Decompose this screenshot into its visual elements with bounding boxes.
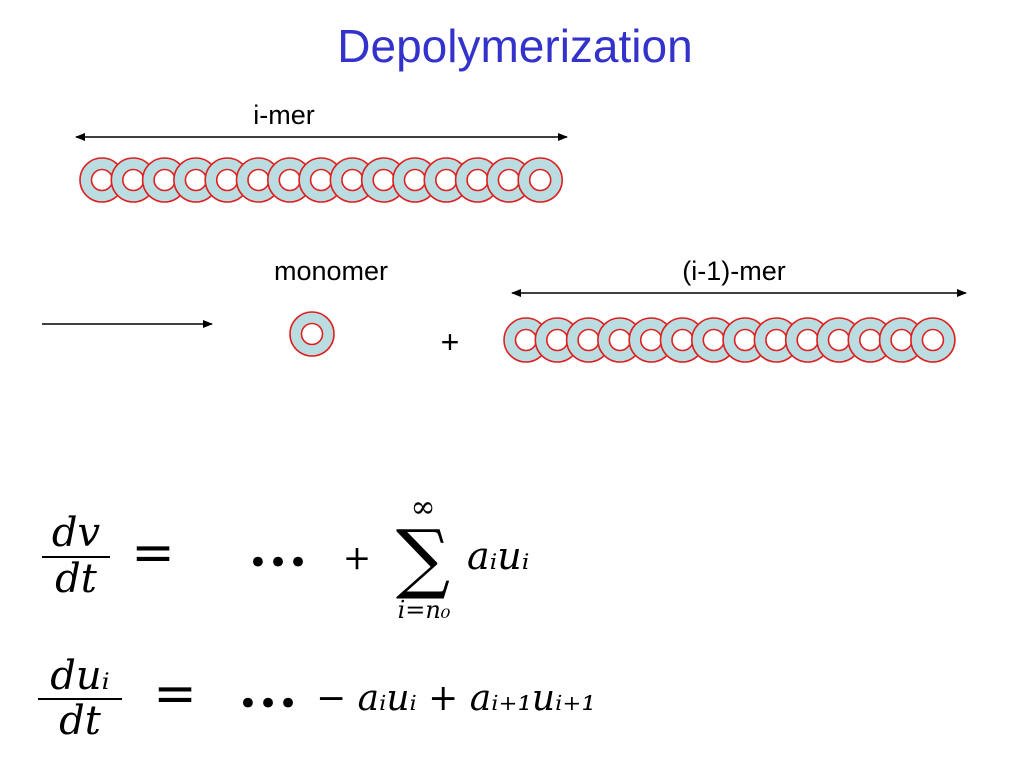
equation-dv-dt: dv dt = ••• + ∞ ∑ i=n₀ aᵢuᵢ [42, 490, 529, 624]
eq1-lhs-numerator: dv [52, 510, 101, 556]
imer-unit [423, 157, 470, 203]
imer-unit [235, 157, 282, 203]
imer-unit [454, 157, 501, 203]
eq1-sum-upper-limit: ∞ [411, 490, 436, 525]
i1mer-unit [722, 317, 768, 363]
eq1-sigma: ∑ [396, 513, 450, 602]
i1mer-unit [565, 317, 612, 363]
i1mer-unit [597, 317, 643, 363]
eq1-lhs-denominator: dt [55, 556, 98, 602]
i1mer-unit [784, 317, 831, 363]
i1mer-unit [534, 317, 581, 363]
eq2-lhs-numerator: duᵢ [50, 653, 109, 699]
eq2-rhs: − aᵢuᵢ + aᵢ₊₁uᵢ₊₁ [316, 678, 596, 719]
i1mer-unit [816, 317, 862, 363]
i1mer-unit [503, 317, 549, 363]
i1mer-chain [503, 317, 956, 363]
imer-unit [329, 157, 376, 203]
imer-unit [517, 157, 564, 203]
i1mer-unit [910, 317, 956, 363]
imer-unit [110, 157, 157, 203]
eq1-sum-lower-limit: i=n₀ [398, 596, 451, 624]
plus-sign: + [441, 324, 460, 360]
eq1-equals: = [131, 523, 175, 583]
i1mer-unit [690, 317, 737, 363]
equation-du-dt: duᵢ dt = ••• − aᵢuᵢ + aᵢ₊₁uᵢ₊₁ [38, 653, 596, 744]
i1mer-unit [878, 317, 925, 363]
monomer-ring [289, 311, 335, 357]
eq1-summand: aᵢuᵢ [467, 534, 529, 578]
imer-label: i-mer [253, 100, 315, 130]
eq2-lhs-denominator: dt [59, 698, 102, 744]
monomer-unit [289, 311, 335, 357]
eq1-plus: + [343, 538, 372, 578]
imer-chain [79, 157, 564, 203]
i1mer-unit [659, 317, 706, 363]
imer-unit [298, 157, 344, 203]
eq2-equals: = [153, 664, 197, 724]
monomer-label: monomer [274, 256, 388, 286]
slide-title: Depolymerization [337, 20, 692, 72]
imer-unit [173, 157, 219, 203]
eq2-dots: ••• [238, 684, 298, 724]
i1mer-unit [847, 317, 894, 363]
imer-unit [266, 157, 313, 203]
eq1-dots: ••• [248, 543, 308, 583]
i1mer-label: (i-1)-mer [682, 256, 785, 286]
imer-unit [79, 157, 125, 203]
